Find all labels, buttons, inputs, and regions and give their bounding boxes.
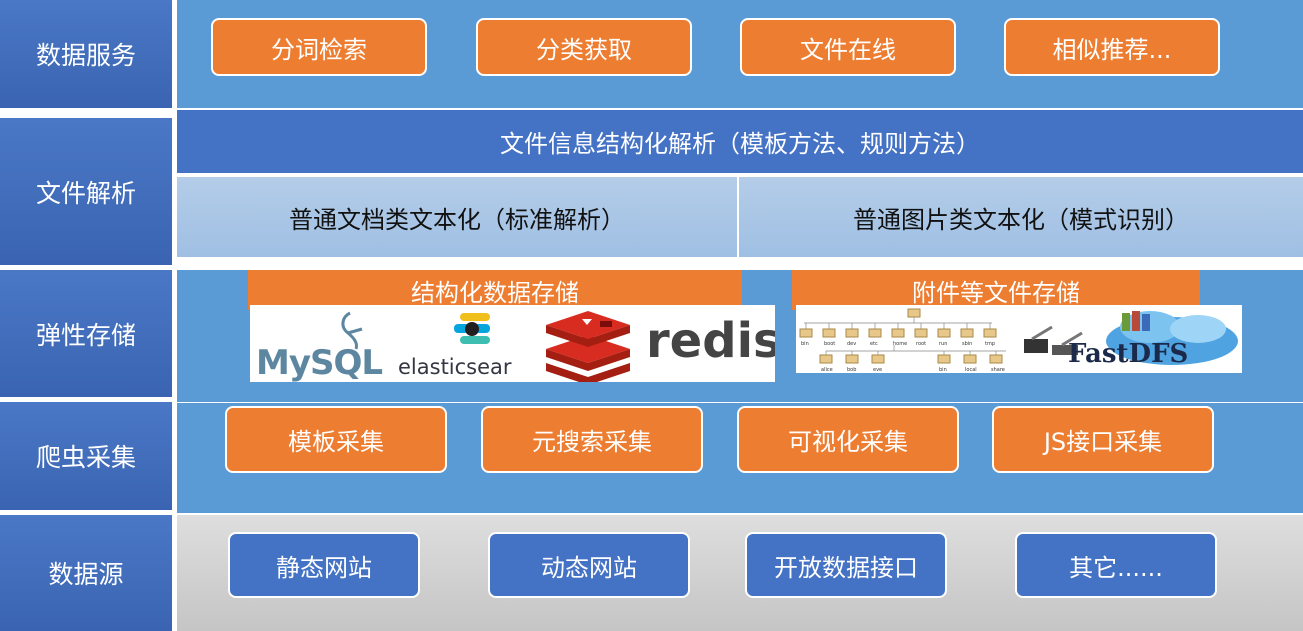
folder-label: alice [821, 367, 833, 373]
crawler-button-visual[interactable]: 可视化采集 [737, 406, 959, 473]
folder-label: boot [824, 341, 835, 347]
folder-label: share [991, 367, 1005, 373]
folder-icon: bob [845, 354, 859, 373]
redis-logo: redis [542, 305, 775, 382]
folder-icon [907, 308, 921, 318]
service-button-similar-recommend[interactable]: 相似推荐... [1004, 18, 1220, 76]
structured-storage-logos: MySQL elasticsear redis [250, 305, 775, 382]
folder-icon: home [891, 328, 907, 347]
folder-icon: bin [937, 354, 951, 373]
layer-label-file-parse: 文件解析 [0, 118, 172, 265]
elastic-logo: elasticsear [398, 305, 540, 382]
file-storage-label: 附件等文件存储 [792, 270, 1200, 310]
layer-label-elastic-storage: 弹性存储 [0, 270, 172, 397]
source-button-static-site[interactable]: 静态网站 [228, 532, 420, 598]
cloud-storage-icon [1106, 311, 1238, 365]
layer-label-data-service: 数据服务 [0, 0, 172, 108]
folder-label: tmp [985, 341, 995, 347]
folder-label: root [916, 341, 926, 347]
folder-label: home [893, 341, 907, 347]
folder-icon: share [989, 354, 1005, 373]
file-storage-picture: bin boot dev etc home root run sbin tmp alice bob e… [796, 305, 1242, 373]
folder-label: sbin [962, 341, 972, 347]
folder-icon: sbin [960, 328, 974, 347]
folder-label: local [965, 367, 977, 373]
folder-label: bin [939, 367, 947, 373]
folder-label: etc [870, 341, 878, 347]
source-button-open-api[interactable]: 开放数据接口 [745, 532, 947, 598]
folder-icon: etc [868, 328, 882, 347]
redis-wordmark: redis [646, 313, 775, 369]
folder-icon: root [914, 328, 928, 347]
image-text-bar: 普通图片类文本化（模式识别） [739, 177, 1303, 257]
folder-icon: bin [799, 328, 813, 347]
dolphin-icon [341, 311, 363, 350]
mysql-wordmark: MySQL [256, 343, 383, 382]
layer-label-crawler: 爬虫采集 [0, 402, 172, 510]
service-button-segment-search[interactable]: 分词检索 [211, 18, 427, 76]
folder-label: bin [801, 341, 809, 347]
source-button-dynamic-site[interactable]: 动态网站 [488, 532, 690, 598]
crawler-button-js-api[interactable]: JS接口采集 [992, 406, 1214, 473]
source-button-other[interactable]: 其它...... [1015, 532, 1217, 598]
service-button-file-online[interactable]: 文件在线 [740, 18, 956, 76]
folder-icon: run [937, 328, 951, 347]
elastic-icon [454, 313, 490, 344]
mysql-logo: MySQL [250, 305, 400, 382]
folder-label: dev [847, 341, 856, 347]
fastdfs-wordmark: FastDFS [1068, 339, 1189, 369]
folder-icon: tmp [983, 328, 997, 347]
document-text-bar: 普通文档类文本化（标准解析） [177, 177, 737, 257]
redis-cube-icon [546, 311, 630, 382]
service-button-category-fetch[interactable]: 分类获取 [476, 18, 692, 76]
folder-label: bob [847, 367, 856, 373]
folder-icon: local [963, 354, 977, 373]
layer-label-data-source: 数据源 [0, 515, 172, 631]
structured-storage-label: 结构化数据存储 [248, 270, 742, 310]
crawler-button-meta-search[interactable]: 元搜索采集 [481, 406, 703, 473]
folder-label: eve [873, 367, 882, 373]
folder-icon: eve [871, 354, 885, 373]
structured-parse-bar: 文件信息结构化解析（模板方法、规则方法） [177, 110, 1303, 173]
folder-icon: boot [822, 328, 836, 347]
directory-tree-icon: bin boot dev etc home root run sbin tmp alice bob e… [799, 308, 1006, 373]
folder-icon: alice [819, 354, 833, 373]
folder-icon: dev [845, 328, 859, 347]
crawler-button-template[interactable]: 模板采集 [225, 406, 447, 473]
folder-label: run [939, 341, 947, 347]
elastic-wordmark: elasticsear [398, 355, 512, 379]
disk-icon [1024, 325, 1083, 355]
